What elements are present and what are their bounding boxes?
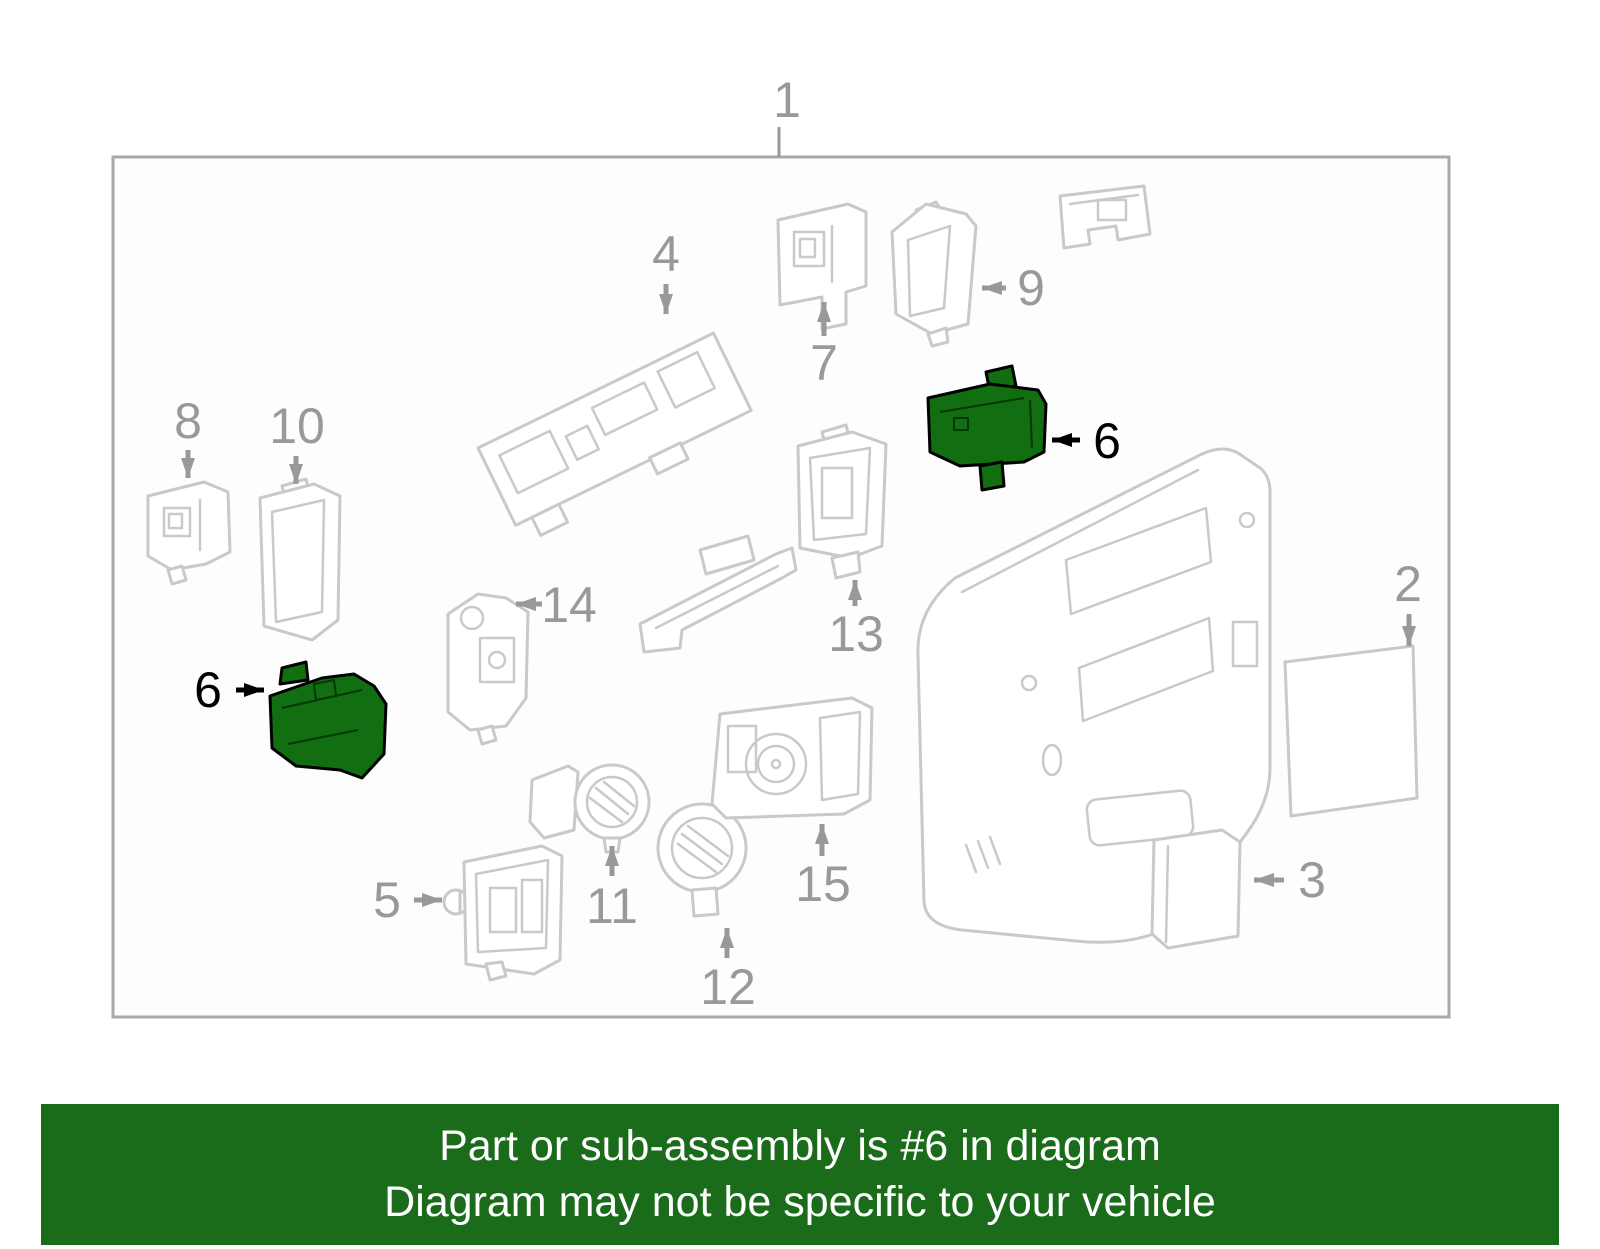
console-top-edge-line (960, 468, 1200, 594)
part-14-art (446, 592, 530, 746)
callout-2: 2 (1394, 556, 1422, 612)
bracket-top-right-art (1058, 184, 1152, 250)
part-6-left-highlighted (268, 660, 388, 780)
callout-15: 15 (795, 856, 851, 912)
callout-1: 1 (773, 72, 801, 128)
part-7-art (776, 202, 868, 331)
highlight-banner: Part or sub-assembly is #6 in diagram Di… (41, 1104, 1559, 1245)
callout-10: 10 (269, 398, 325, 454)
part-15-art (710, 696, 874, 820)
banner-line-2: Diagram may not be specific to your vehi… (384, 1177, 1216, 1226)
part-9-art (890, 200, 978, 348)
callout-3: 3 (1298, 852, 1326, 908)
callout-6-right: 6 (1093, 413, 1121, 469)
console-vent-1 (1064, 506, 1213, 616)
console-peg-top (1238, 511, 1256, 529)
callout-6-left: 6 (194, 662, 222, 718)
callout-arrows (181, 281, 1416, 958)
part-8-art (146, 480, 232, 586)
part-4-art (476, 331, 753, 537)
part-3-art (1150, 828, 1242, 950)
console-side-slot (1231, 620, 1259, 668)
callout-5: 5 (373, 872, 401, 928)
support-arm-art (638, 534, 798, 654)
callout-8: 8 (174, 393, 202, 449)
part-5-art (442, 844, 564, 982)
callout-4: 4 (652, 226, 680, 282)
part-6-right-highlighted (926, 364, 1048, 492)
part-12-art (656, 802, 748, 918)
part-13-art (796, 423, 888, 580)
console-peg-left (1020, 674, 1038, 692)
callout-11: 11 (586, 878, 638, 934)
callout-12: 12 (700, 959, 756, 1015)
callout-9: 9 (1017, 260, 1045, 316)
part-2-art (1283, 644, 1419, 818)
console-vent-2 (1077, 616, 1215, 723)
banner-line-1: Part or sub-assembly is #6 in diagram (439, 1121, 1161, 1170)
console-hatch-lines (964, 835, 1002, 874)
part-11-art (528, 763, 651, 854)
callout-13: 13 (828, 606, 884, 662)
callout-14: 14 (541, 577, 597, 633)
part-10-art (258, 477, 342, 642)
console-oval-cutout (1041, 743, 1063, 777)
console-panel-art (916, 447, 1272, 944)
callout-7: 7 (810, 335, 838, 391)
console-lower-pocket (1085, 789, 1195, 847)
